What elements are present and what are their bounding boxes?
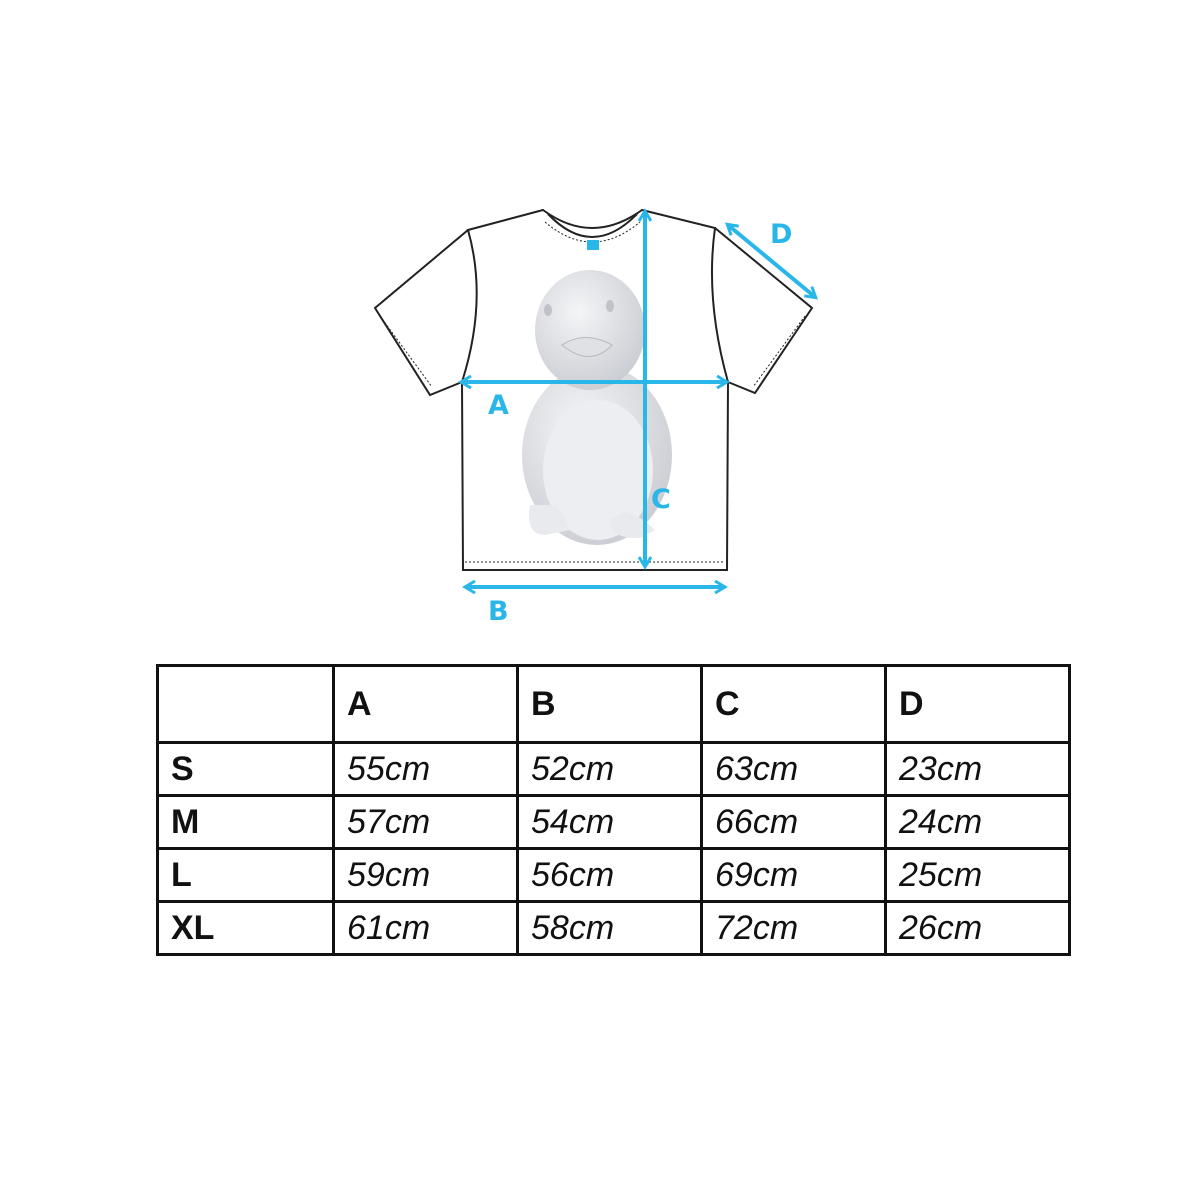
size-cell: XL <box>156 900 335 956</box>
tshirt-diagram <box>373 0 1200 660</box>
label-d: D <box>770 219 793 250</box>
penguin-figure <box>522 270 672 545</box>
arrow-d <box>728 225 815 297</box>
table-row: S 55cm 52cm 63cm 23cm <box>156 741 1071 797</box>
label-b: B <box>488 596 509 627</box>
header-cell: B <box>516 664 703 744</box>
value-cell: 58cm <box>516 900 703 956</box>
value-cell: 54cm <box>516 794 703 850</box>
table-header-row: A B C D <box>156 664 1071 744</box>
measurement-arrows <box>462 212 815 587</box>
value-cell: 23cm <box>884 741 1071 797</box>
value-cell: 55cm <box>332 741 519 797</box>
value-cell: 52cm <box>516 741 703 797</box>
value-cell: 59cm <box>332 847 519 903</box>
label-c: C <box>651 484 671 515</box>
value-cell: 72cm <box>700 900 887 956</box>
label-a: A <box>488 390 509 421</box>
value-cell: 24cm <box>884 794 1071 850</box>
size-cell: S <box>156 741 335 797</box>
value-cell: 57cm <box>332 794 519 850</box>
header-cell <box>156 664 335 744</box>
value-cell: 61cm <box>332 900 519 956</box>
header-cell: D <box>884 664 1071 744</box>
table-row: L 59cm 56cm 69cm 25cm <box>156 847 1071 903</box>
table-row: XL 61cm 58cm 72cm 26cm <box>156 900 1071 956</box>
size-cell: M <box>156 794 335 850</box>
neck-tag-logo <box>587 240 599 250</box>
value-cell: 69cm <box>700 847 887 903</box>
size-chart-table: A B C D S 55cm 52cm 63cm 23cm M 57cm 54c… <box>156 664 1071 956</box>
value-cell: 56cm <box>516 847 703 903</box>
header-cell: C <box>700 664 887 744</box>
value-cell: 63cm <box>700 741 887 797</box>
value-cell: 66cm <box>700 794 887 850</box>
header-cell: A <box>332 664 519 744</box>
value-cell: 25cm <box>884 847 1071 903</box>
value-cell: 26cm <box>884 900 1071 956</box>
size-cell: L <box>156 847 335 903</box>
table-row: M 57cm 54cm 66cm 24cm <box>156 794 1071 850</box>
